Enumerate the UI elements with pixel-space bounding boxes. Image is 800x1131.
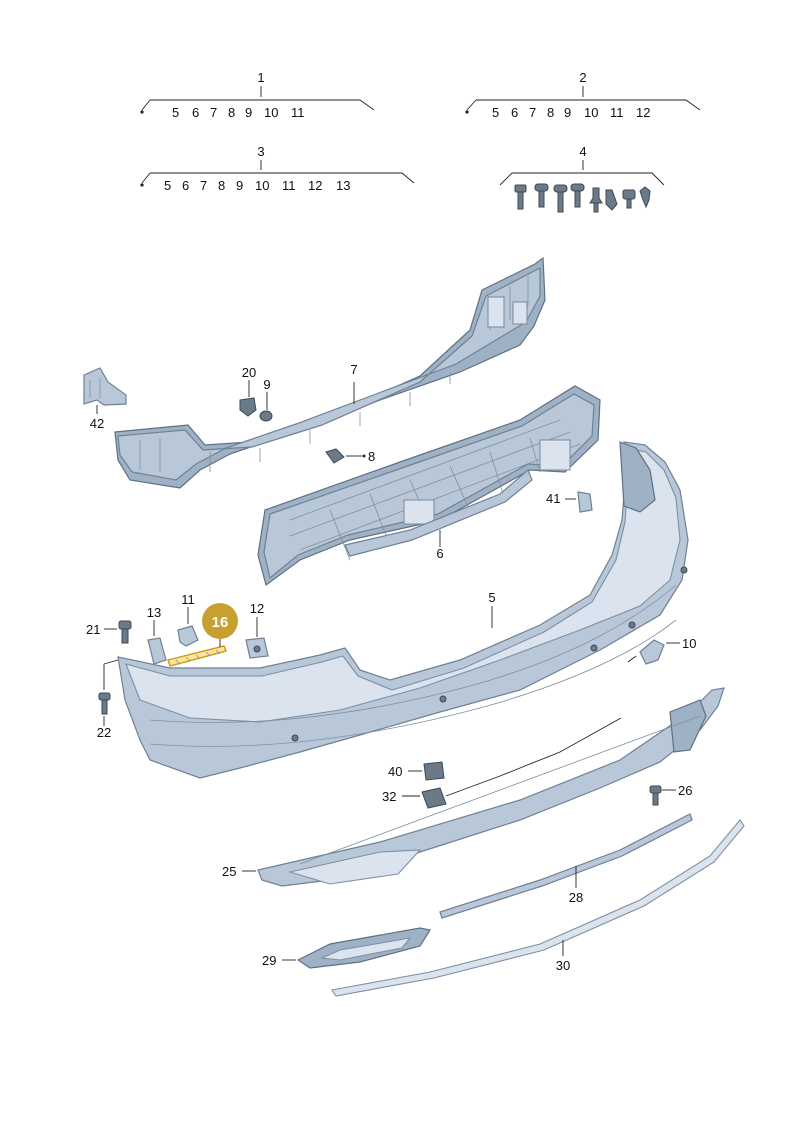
chrome-strip-30[interactable]: 30 <box>331 819 745 997</box>
bolt-21[interactable]: 21 <box>86 620 132 644</box>
bracket-41[interactable]: 41 <box>546 491 593 513</box>
label-10: 10 <box>682 636 696 651</box>
group-2[interactable]: 2 5 6 7 8 9 10 11 12 <box>465 70 701 120</box>
label-21: 21 <box>86 622 100 637</box>
group-3-members: 5 6 7 8 9 10 11 12 13 <box>164 178 350 193</box>
group-3-number: 3 <box>257 144 264 159</box>
group-1-members: 5 6 7 8 9 10 11 <box>172 105 305 120</box>
highlight-badge <box>202 603 238 639</box>
sensor-holder-40[interactable]: 40 <box>388 761 445 781</box>
label-29: 29 <box>262 953 276 968</box>
trim-strip-28[interactable]: 28 <box>439 813 693 919</box>
sensor-32[interactable]: 32 <box>382 717 622 809</box>
cap-10[interactable]: 10 <box>627 636 696 665</box>
mounting-bracket-left[interactable]: 42 <box>83 367 127 431</box>
label-26: 26 <box>678 783 692 798</box>
label-13: 13 <box>147 605 161 620</box>
highlighted-part-16[interactable]: 16 <box>167 603 238 667</box>
label-28: 28 <box>569 890 583 905</box>
label-32: 32 <box>382 789 396 804</box>
label-42: 42 <box>90 416 104 431</box>
label-7: 7 <box>350 362 357 377</box>
highlight-number: 16 <box>212 614 229 631</box>
bumper-cover-5[interactable]: 5 <box>117 441 689 779</box>
label-9: 9 <box>263 377 270 392</box>
label-11: 11 <box>181 592 195 607</box>
bracket-13[interactable]: 13 <box>147 605 167 665</box>
group-2-members: 5 6 7 8 9 10 11 12 <box>492 105 650 120</box>
label-25: 25 <box>222 864 236 879</box>
label-40: 40 <box>388 764 402 779</box>
screw-26[interactable]: 26 <box>649 783 692 806</box>
trim-29[interactable]: 29 <box>262 927 431 969</box>
group-1-number: 1 <box>257 70 264 85</box>
screw-8[interactable]: 8 <box>325 448 375 464</box>
group-4-number: 4 <box>579 144 586 159</box>
group-3[interactable]: 3 5 6 7 8 9 10 11 12 13 <box>140 144 415 193</box>
diffuser-25[interactable]: 25 <box>222 687 725 887</box>
label-5: 5 <box>488 590 495 605</box>
label-8: 8 <box>368 449 375 464</box>
impact-bar-carrier[interactable] <box>114 256 546 489</box>
clip-20[interactable]: 20 <box>239 365 257 417</box>
label-6: 6 <box>436 546 443 561</box>
bracket-12[interactable]: 12 <box>245 601 269 659</box>
screw-22[interactable]: 22 <box>97 659 119 740</box>
label-12: 12 <box>250 601 264 616</box>
label-22: 22 <box>97 725 111 740</box>
group-1[interactable]: 1 5 6 7 8 9 10 11 <box>140 70 375 120</box>
bracket-11[interactable]: 11 <box>177 592 199 647</box>
fastener-set-icon <box>514 183 651 213</box>
label-20: 20 <box>242 365 256 380</box>
group-4[interactable]: 4 <box>499 144 665 213</box>
energy-absorber-6[interactable]: 6 <box>257 385 601 587</box>
nut-9[interactable]: 9 <box>259 377 273 422</box>
label-30: 30 <box>556 958 570 973</box>
group-2-number: 2 <box>579 70 586 85</box>
label-41: 41 <box>546 491 560 506</box>
